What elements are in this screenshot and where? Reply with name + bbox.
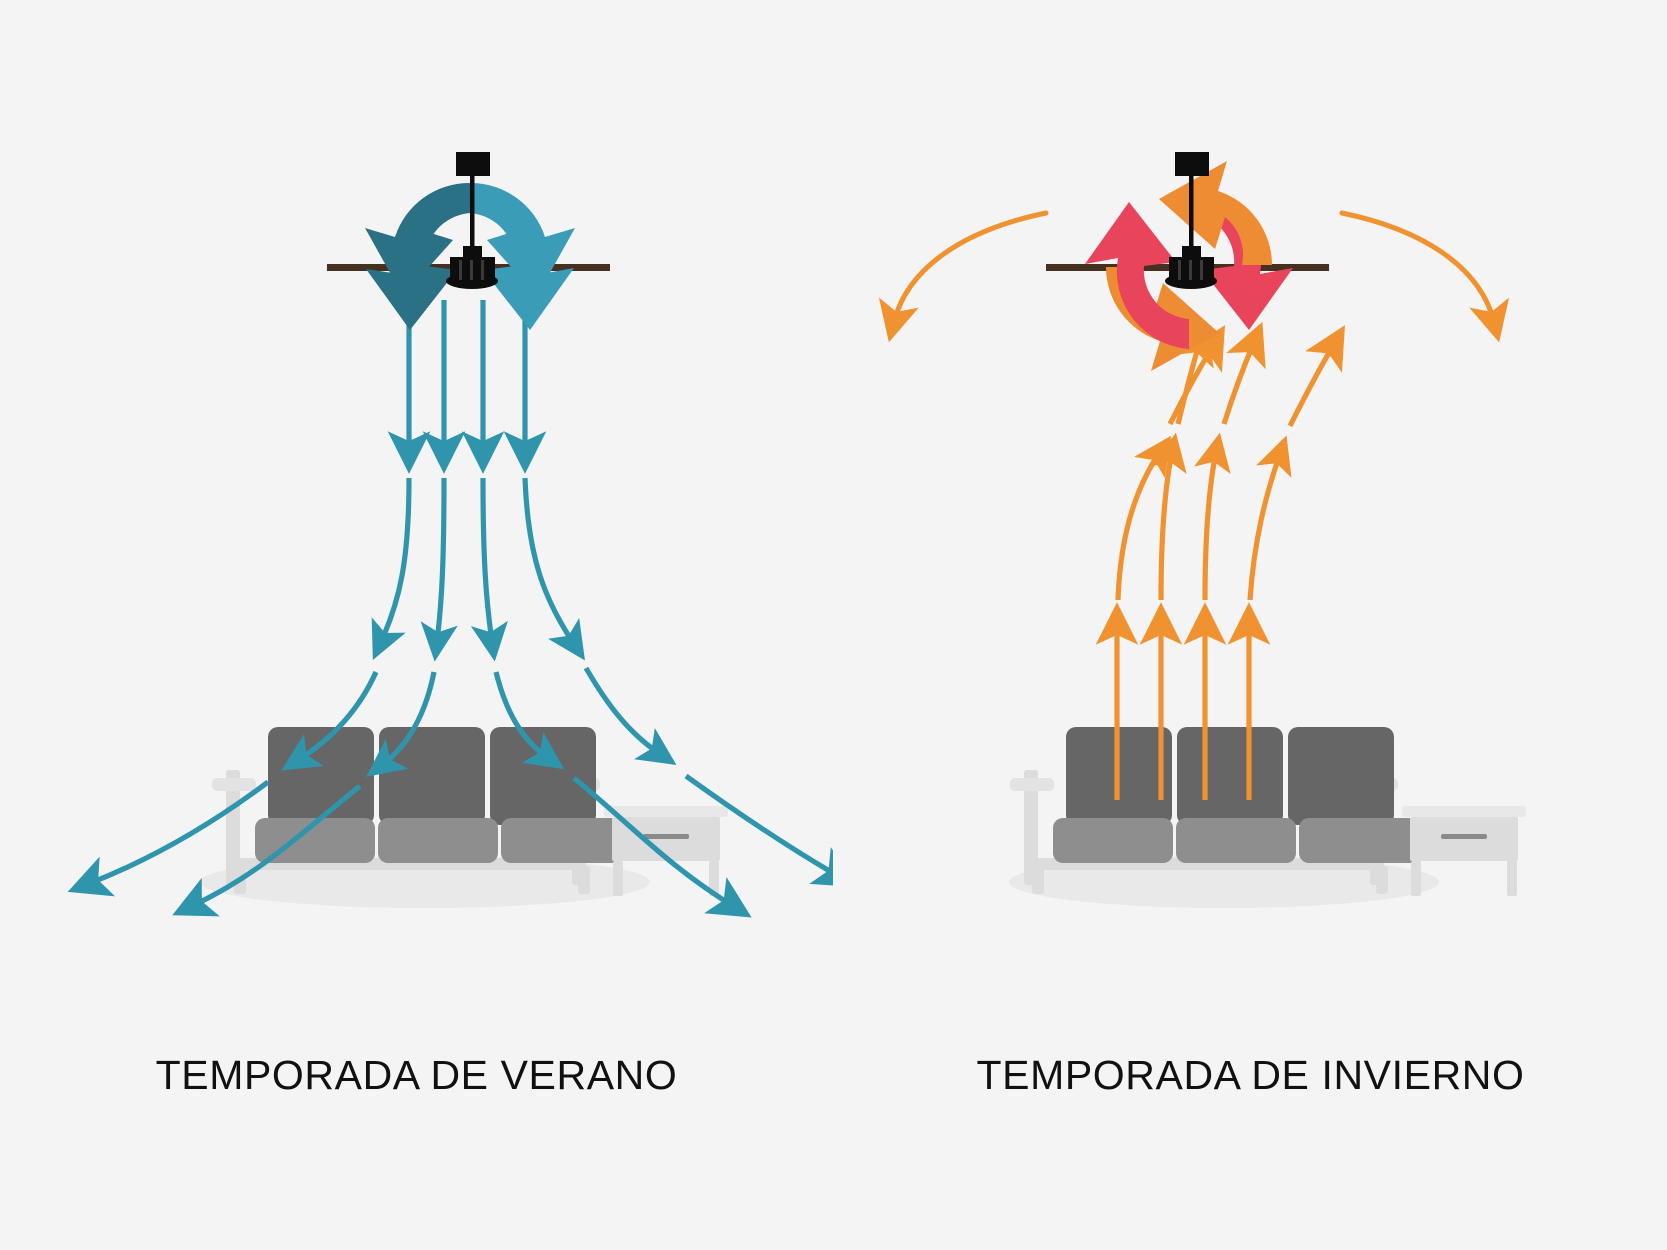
airflow-streams <box>1095 321 1346 800</box>
panel-winter: TEMPORADA DE INVIERNO <box>834 0 1667 1250</box>
sofa <box>1010 727 1419 894</box>
panel-summer-caption: TEMPORADA DE VERANO <box>155 1052 678 1098</box>
side-table <box>1402 806 1526 896</box>
ceiling-fan <box>446 152 498 289</box>
fan-rotation-ring <box>1085 161 1293 371</box>
outer-return-arcs <box>878 210 1510 343</box>
rotation-arrow-bottom-right <box>1159 161 1272 265</box>
panel-summer: TEMPORADA DE VERANO <box>0 0 833 1250</box>
rotation-arrow-bottom-left <box>1085 202 1189 349</box>
rotation-arrow-bottom-left <box>471 183 575 296</box>
outer-arc-left <box>878 210 1049 343</box>
fan-ceiling-mount <box>1175 152 1209 176</box>
panel-winter-caption: TEMPORADA DE INVIERNO <box>976 1052 1525 1098</box>
drawer-handle <box>1441 834 1487 839</box>
side-table <box>604 806 728 896</box>
fan-ceiling-mount <box>456 152 490 176</box>
rotation-arrow-bottom-right <box>366 183 470 330</box>
outer-arc-right <box>1339 210 1510 343</box>
winter-illustration <box>878 152 1526 908</box>
fan-rotation-ring <box>365 183 575 330</box>
fan-downrod <box>470 176 475 248</box>
sofa <box>212 727 621 894</box>
fan-downrod <box>1189 176 1194 248</box>
ceiling-fan <box>1165 152 1217 289</box>
summer-illustration <box>67 152 833 918</box>
drawer-handle <box>643 834 689 839</box>
